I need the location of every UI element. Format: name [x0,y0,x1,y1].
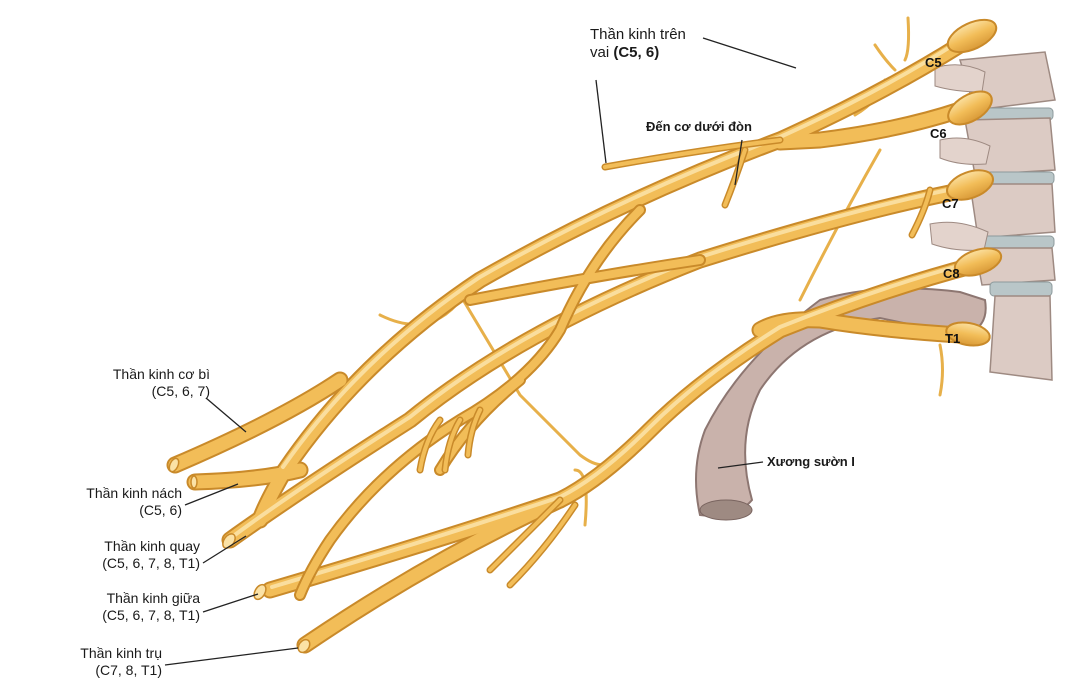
pectoral-branch-1 [418,418,442,472]
pectoral-branch-3 [466,408,482,457]
label-suprascapular-roots: (C5, 6) [613,44,660,61]
suprascapular-branch [603,138,782,169]
ganglion-c8 [953,247,1003,277]
root-label-t1: T1 [945,331,960,346]
leader-rib [717,461,764,469]
label-median-line1: Thần kinh giữa [106,590,200,606]
label-radial-line2: (C5, 6, 7, 8, T1) [102,555,200,571]
disc-4 [989,281,1053,297]
root-ganglia [945,18,1003,347]
lower-trunk [263,258,982,597]
label-rib: Xương sườn I [767,454,855,469]
leader-lines [164,37,797,666]
cut-end-axillary [190,475,198,489]
vertebra-t2 [989,295,1053,381]
ganglion-t1 [945,321,991,347]
cut-end-median [253,583,267,601]
label-radial-line1: Thần kinh quay [104,538,200,554]
cut-end-musculocutaneous [168,457,180,473]
c5-twig-2 [873,43,897,72]
middle-trunk-outline [221,181,974,549]
disc-3 [979,235,1055,249]
musculocutaneous-nerve [168,373,347,472]
upper-trunk-highlight [281,40,960,469]
subclavius-branch [723,148,747,207]
root-label-c5: C5 [925,55,942,70]
nerve-trunks [166,36,984,654]
leader-median [202,593,259,613]
t1-root [753,313,967,342]
pectoral-branch-2 [443,418,462,472]
transverse-process-1 [934,64,986,93]
ganglion-c6 [947,90,993,126]
medial-cutaneous-1 [488,498,562,572]
leader-suprascapular-2 [595,79,607,164]
root-labels: C5 C6 C7 C8 T1 [925,55,960,346]
label-suprascapular: Thần kinh trên vai (C5, 6) [590,26,686,62]
transverse-process-2 [939,137,991,165]
label-ulnar-line1: Thần kinh trụ [80,645,162,661]
leader-axillary [184,483,239,506]
label-median-line2: (C5, 6, 7, 8, T1) [102,607,200,623]
lower-trunk-highlight [270,260,975,589]
leader-radial [202,535,247,564]
c7-twig [910,188,932,237]
label-musculocutaneous-line1: Thần kinh cơ bì [112,366,210,382]
rib-cut-end [699,499,753,521]
ganglion-c5 [946,18,998,54]
c6-root [773,103,967,149]
label-suprascapular-line2: vai (C5, 6) [590,44,686,62]
c5-twig [903,16,911,62]
label-axillary: Thần kinh nách (C5, 6) [30,485,182,519]
root-label-c7: C7 [942,196,959,211]
label-subclavius: Đến cơ dưới đòn [646,119,752,134]
label-radial: Thần kinh quay (C5, 6, 7, 8, T1) [40,538,200,572]
label-ulnar: Thần kinh trụ (C7, 8, T1) [30,645,162,679]
label-axillary-line2: (C5, 6) [139,502,182,518]
label-suprascapular-line1: Thần kinh trên [590,26,686,43]
posterior-division [466,256,704,304]
medial-cutaneous-2 [508,503,577,587]
root-label-c6: C6 [930,126,947,141]
cut-end-ulnar [297,638,311,654]
middle-trunk-highlight [230,185,965,539]
t1-twig [938,343,944,397]
middle-trunk [223,183,972,547]
vertebra-c7 [969,183,1056,239]
leader-suprascapular [702,37,797,69]
leader-subclavius [734,139,743,186]
label-median: Thần kinh giữa (C5, 6, 7, 8, T1) [40,590,200,624]
label-axillary-line1: Thần kinh nách [86,485,182,501]
label-ulnar-line2: (C7, 8, T1) [95,662,162,678]
root-label-c8: C8 [943,266,960,281]
ganglion-c7 [946,169,994,201]
label-suprascapular-prefix: vai [590,44,614,61]
axillary-nerve [188,463,307,489]
label-musculocutaneous-line2: (C5, 6, 7) [151,383,210,399]
ulnar-nerve [298,493,567,652]
leader-ulnar [164,647,299,666]
leader-musculocutaneous [205,397,247,433]
label-musculocutaneous: Thần kinh cơ bì (C5, 6, 7) [60,366,210,400]
